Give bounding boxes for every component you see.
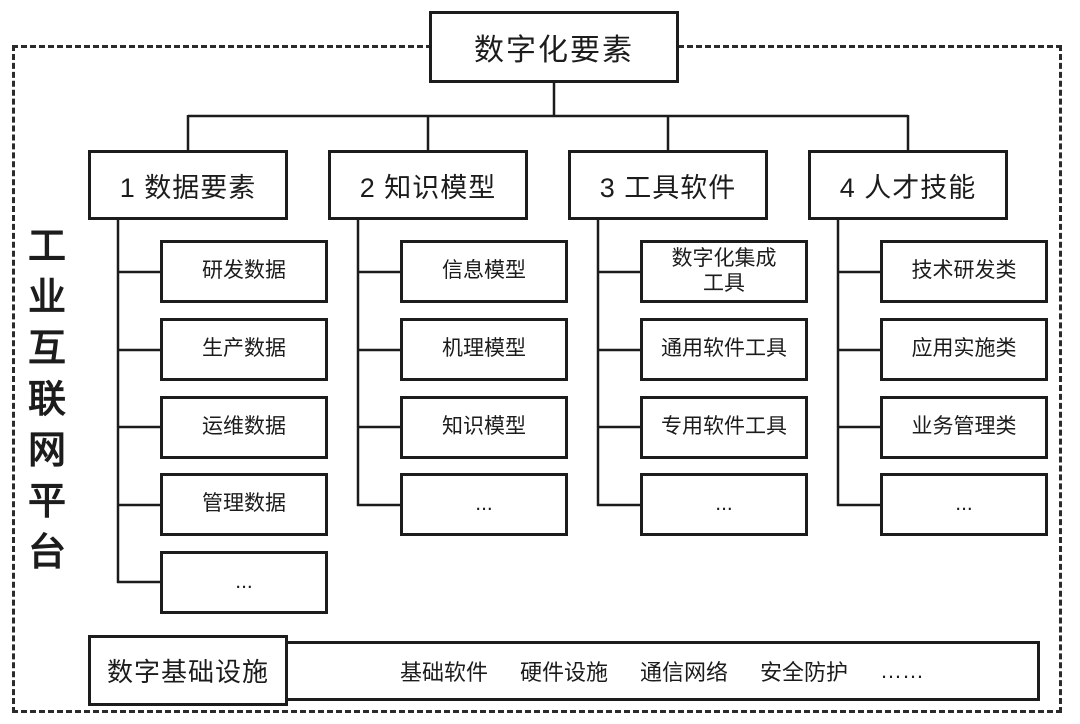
child-box: ... <box>400 473 568 536</box>
children-container: 信息模型机理模型知识模型... <box>400 150 568 620</box>
category-column: 4 人才技能 技术研发类应用实施类业务管理类... <box>808 150 1048 620</box>
category-column: 1 数据要素 研发数据生产数据运维数据管理数据... <box>88 150 328 620</box>
child-box: 研发数据 <box>160 240 328 303</box>
platform-label: 工业互联网平台 <box>27 226 66 574</box>
child-box: 业务管理类 <box>880 396 1048 459</box>
infrastructure-item: …… <box>880 658 925 683</box>
category-header: 2 知识模型 <box>328 150 528 220</box>
child-box: 生产数据 <box>160 318 328 381</box>
children-container: 研发数据生产数据运维数据管理数据... <box>160 150 328 620</box>
child-box: 知识模型 <box>400 396 568 459</box>
infrastructure-bar: 基础软件 硬件设施 通信网络 安全防护 …… <box>284 641 1040 701</box>
category-header: 3 工具软件 <box>568 150 768 220</box>
child-box: 数字化集成 工具 <box>640 240 808 303</box>
child-box: 管理数据 <box>160 473 328 536</box>
category-column: 2 知识模型 信息模型机理模型知识模型... <box>328 150 568 620</box>
category-column: 3 工具软件 数字化集成 工具通用软件工具专用软件工具... <box>568 150 808 620</box>
infrastructure-item: 基础软件 <box>399 660 488 685</box>
child-box: 通用软件工具 <box>640 318 808 381</box>
category-header: 1 数据要素 <box>88 150 288 220</box>
infrastructure-item: 通信网络 <box>640 660 729 685</box>
child-box: ... <box>880 473 1048 536</box>
category-header: 4 人才技能 <box>808 150 1008 220</box>
child-box: 机理模型 <box>400 318 568 381</box>
infrastructure-label-box: 数字基础设施 <box>88 635 288 706</box>
child-box: 运维数据 <box>160 396 328 459</box>
children-container: 技术研发类应用实施类业务管理类... <box>880 150 1048 620</box>
child-box: 应用实施类 <box>880 318 1048 381</box>
child-box: ... <box>160 551 328 614</box>
children-container: 数字化集成 工具通用软件工具专用软件工具... <box>640 150 808 620</box>
child-box: ... <box>640 473 808 536</box>
child-box: 专用软件工具 <box>640 396 808 459</box>
child-box: 信息模型 <box>400 240 568 303</box>
infrastructure-item: 安全防护 <box>760 660 849 685</box>
root-box: 数字化要素 <box>429 11 679 83</box>
infrastructure-item: 硬件设施 <box>519 660 608 685</box>
child-box: 技术研发类 <box>880 240 1048 303</box>
